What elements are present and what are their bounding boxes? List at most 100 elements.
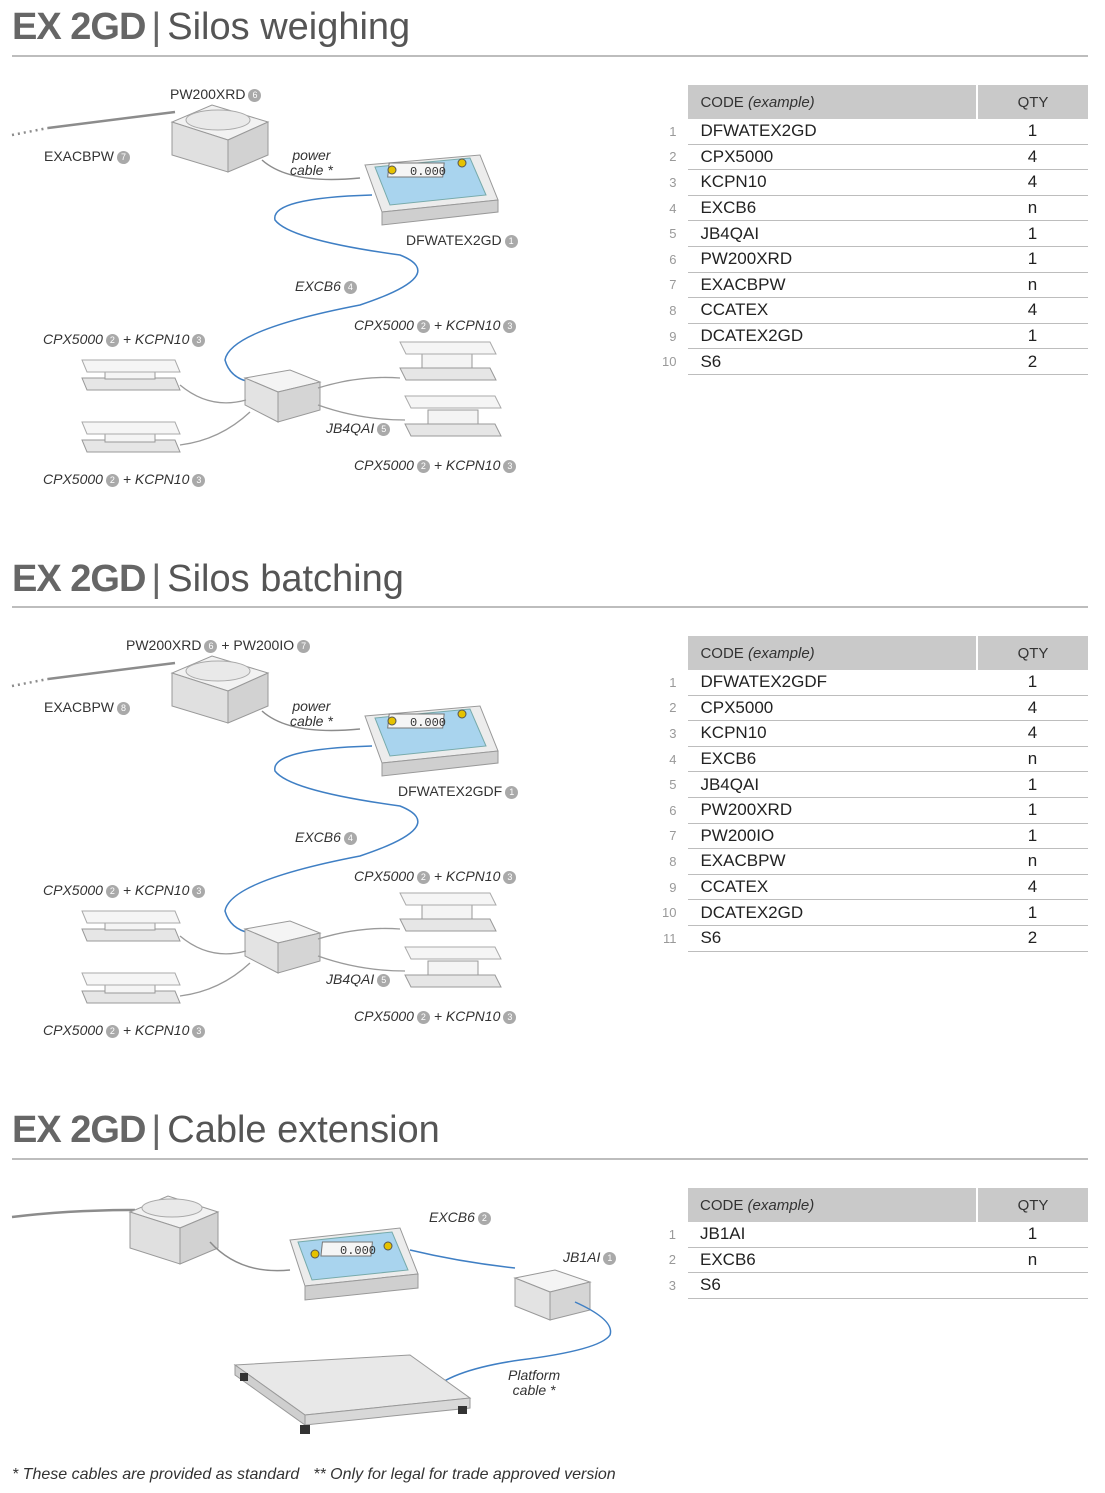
mains-cable	[11, 1208, 136, 1219]
row-code: KCPN10	[688, 169, 977, 196]
row-code: PW200IO	[688, 823, 977, 850]
row-qty: n	[977, 746, 1088, 773]
load-cell-bottom-left	[81, 972, 181, 1004]
row-qty: 1	[977, 1222, 1088, 1248]
row-code: CPX5000	[688, 144, 977, 171]
row-code: EXACBPW	[688, 272, 977, 299]
row-index: 8	[669, 853, 677, 869]
title-brand: EX 2GD	[12, 558, 146, 600]
row-index: 4	[669, 200, 677, 216]
row-code: JB1AI	[688, 1222, 977, 1248]
section-title-silos-batching: EX 2GD|Silos batching	[12, 558, 404, 601]
row-index: 6	[669, 802, 677, 818]
row-index: 5	[669, 226, 677, 242]
printer-device	[170, 104, 270, 173]
row-code: PW200XRD	[688, 797, 977, 824]
column-qty: QTY	[976, 85, 1088, 119]
row-code: CCATEX	[688, 874, 977, 901]
row-code: DFWATEX2GD	[688, 119, 977, 145]
title-separator: |	[151, 6, 162, 48]
row-index: 9	[669, 879, 677, 895]
platform-cable	[429, 1301, 612, 1393]
row-index: 3	[669, 174, 677, 190]
row-code: CPX5000	[688, 695, 977, 722]
printer-device	[170, 655, 270, 724]
row-code: S6	[688, 925, 977, 952]
table-header: CODE (example) QTY	[662, 1188, 1088, 1222]
row-index: 1	[668, 1227, 676, 1243]
excb6-cable	[224, 194, 419, 383]
row-qty: 4	[977, 297, 1088, 324]
footnote-legal-for-trade: ** Only for legal for trade approved ver…	[313, 1466, 616, 1483]
row-code: CCATEX	[688, 297, 977, 324]
column-code: CODE (example)	[688, 636, 977, 670]
junction-box	[243, 920, 322, 974]
column-qty: QTY	[976, 636, 1088, 670]
row-qty: 1	[977, 899, 1088, 926]
row-index: 6	[669, 251, 677, 267]
row-index: 2	[669, 700, 677, 716]
section-title-silos-weighing: EX 2GD|Silos weighing	[12, 6, 410, 49]
row-code: DFWATEX2GDF	[688, 670, 977, 696]
row-index: 1	[669, 124, 677, 140]
title-brand: EX 2GD	[12, 6, 146, 48]
section-divider	[12, 55, 1088, 57]
wiring-diagram: 0.000	[11, 1195, 612, 1434]
load-cell-bottom-left	[81, 421, 181, 453]
indicator-device: 0.000	[364, 154, 499, 226]
row-qty: 1	[977, 670, 1088, 696]
load-cell-top-left	[81, 359, 181, 391]
diagram-silos-weighing: 0.000	[0, 60, 660, 500]
title-text: Silos weighing	[167, 6, 411, 48]
row-code: EXACBPW	[688, 848, 977, 875]
row-index: 2	[668, 1252, 676, 1268]
platform-scale	[233, 1354, 472, 1434]
row-index: 4	[669, 751, 677, 767]
row-index: 10	[662, 354, 677, 370]
row-index: 3	[669, 725, 677, 741]
row-qty: 4	[977, 695, 1088, 722]
row-qty: n	[977, 195, 1088, 222]
display-reading: 0.000	[410, 165, 446, 179]
row-code: S6	[688, 348, 977, 375]
table-header: CODE (example) QTY	[662, 85, 1088, 119]
row-code: S6	[688, 1272, 977, 1299]
row-code: DCATEX2GD	[688, 899, 977, 926]
row-index: 10	[662, 905, 677, 921]
display-reading: 0.000	[410, 716, 446, 730]
row-index: 7	[669, 828, 677, 844]
row-qty: 4	[977, 144, 1088, 171]
row-qty: n	[977, 272, 1088, 299]
power-cable	[209, 1241, 291, 1272]
row-code: EXCB6	[688, 195, 977, 222]
title-separator: |	[151, 558, 162, 600]
